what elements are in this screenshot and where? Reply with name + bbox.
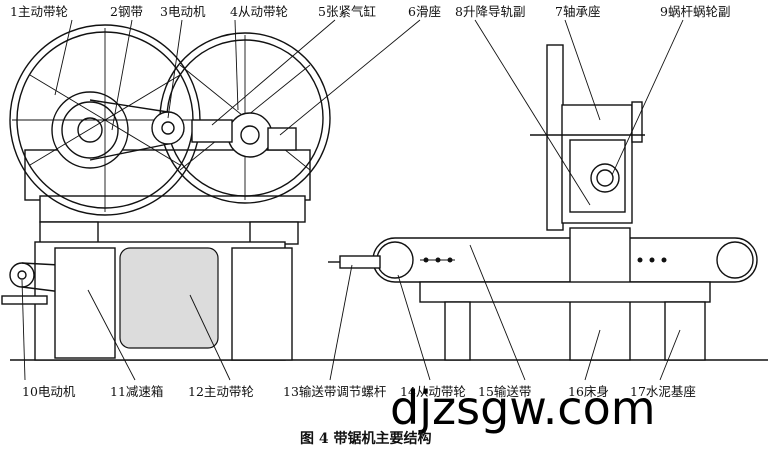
label-lift-guide: 8升降导轨副	[455, 4, 525, 19]
bed-rail	[419, 281, 711, 303]
main-drive-drum	[119, 247, 219, 349]
leader-1	[54, 19, 73, 96]
saw-motor-shaft	[161, 121, 175, 135]
label-machine-bed: 16床身	[568, 384, 609, 399]
worm-wheel-hub	[596, 169, 614, 187]
leader-lines	[21, 19, 684, 381]
label-driven-band-wheel: 4从动带轮	[230, 4, 288, 19]
belt-dot-6	[661, 257, 667, 263]
leader-12	[189, 294, 231, 381]
label-conveyor-belt: 15输送带	[478, 384, 531, 399]
leader-7	[564, 19, 601, 121]
conveyor-belt	[372, 237, 758, 283]
leader-13	[329, 264, 353, 381]
saw-frame	[9, 24, 331, 245]
label-main-drive-wheel: 12主动带轮	[188, 384, 254, 399]
main-wheel-axle	[77, 117, 103, 143]
label-cement-base: 17水泥基座	[630, 384, 696, 399]
label-steel-band: 2钢带	[110, 4, 143, 19]
belt-dot-4	[637, 257, 643, 263]
label-gearbox: 11减速箱	[110, 384, 163, 399]
leader-6	[279, 19, 421, 136]
conveyor-end-wheel	[716, 241, 754, 279]
leader-16	[584, 329, 601, 381]
steel-band-bottom	[89, 143, 169, 161]
belt-dot-1	[423, 257, 429, 263]
label-motor: 3电动机	[160, 4, 206, 19]
leader-15	[469, 244, 526, 381]
label-tension-cylinder: 5张紧气缸	[318, 4, 376, 19]
driven-wheel-hub	[227, 112, 273, 158]
label-bearing-seat: 7轴承座	[555, 4, 600, 19]
label-conveyor-motor: 10电动机	[22, 384, 76, 399]
right-pillar	[231, 247, 293, 361]
leader-2	[111, 19, 133, 131]
gearbox	[54, 247, 116, 359]
leader-10	[21, 279, 26, 381]
frame-base	[39, 195, 306, 223]
worm-wheel	[590, 163, 620, 193]
leader-8	[474, 19, 591, 206]
leader-14	[397, 274, 431, 381]
leader-17	[659, 329, 681, 381]
leg-left	[39, 221, 99, 245]
slide-seat	[267, 127, 297, 151]
conveyor-motor-shaft	[17, 270, 27, 280]
motor-mount	[1, 295, 48, 305]
label-driven-wheel: 14从动带轮	[400, 384, 466, 399]
belt-dot-2	[435, 257, 441, 263]
leg-right	[249, 221, 299, 245]
driven-wheel-axle	[240, 125, 260, 145]
leader-3	[167, 19, 183, 119]
label-main-band-wheel: 1主动带轮	[10, 4, 68, 19]
right-machine	[328, 44, 758, 361]
label-adjusting-screw: 13输送带调节螺杆	[283, 384, 387, 399]
label-worm-gear: 9蜗杆蜗轮副	[660, 4, 730, 19]
leader-9	[611, 19, 684, 176]
adjusting-screw	[339, 255, 381, 269]
worm-shaft-end	[631, 101, 643, 143]
conveyor-driven-wheel	[376, 241, 414, 279]
leader-5	[211, 19, 336, 126]
conveyor-drive	[1, 241, 293, 361]
tension-cylinder	[191, 119, 233, 143]
bed-leg-1	[444, 301, 471, 361]
figure-caption: 图 4 带锯机主要结构	[300, 430, 432, 447]
label-slide-seat: 6滑座	[408, 4, 441, 19]
belt-dot-3	[447, 257, 453, 263]
belt-dot-5	[649, 257, 655, 263]
main-wheel-hub	[51, 91, 129, 169]
steel-band-top	[89, 99, 169, 113]
leader-4	[234, 19, 239, 111]
watermark-text: djzsgw.com	[390, 381, 656, 435]
leader-11	[87, 289, 136, 381]
vertical-wheel-plate	[546, 44, 564, 231]
main-wheel-hub-ring	[61, 101, 119, 159]
